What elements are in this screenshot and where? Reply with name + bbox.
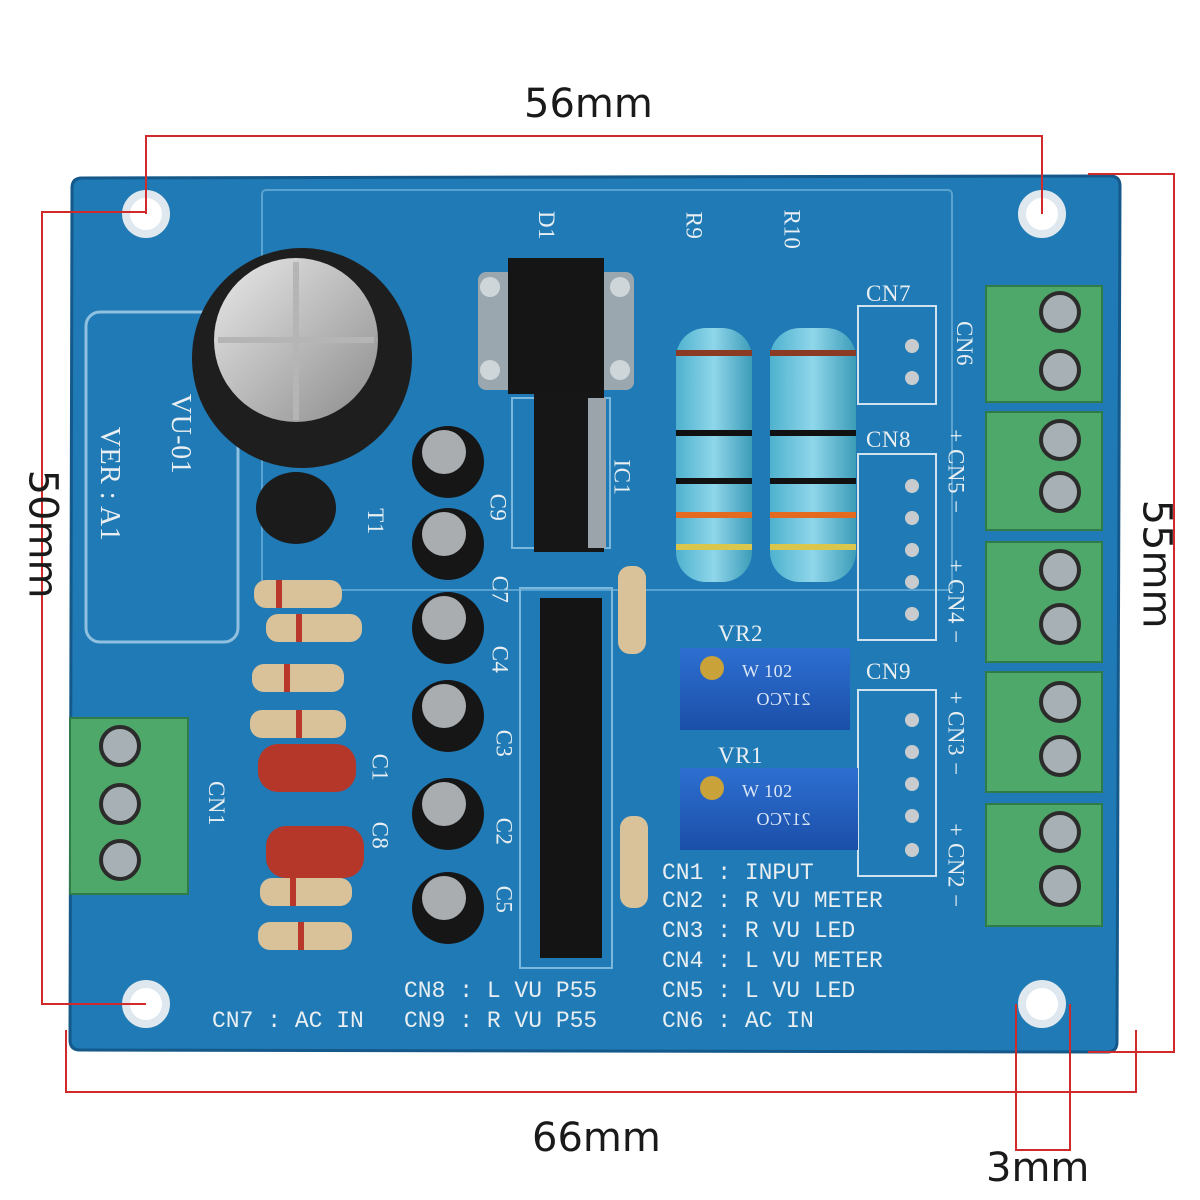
power-resistor-r9 xyxy=(676,328,752,582)
trimpot-vr2-marking: W 102 xyxy=(742,661,793,681)
terminal-screws xyxy=(1039,291,1081,907)
screw-terminal-cn1 xyxy=(69,717,189,895)
label-c3: C3 xyxy=(491,729,517,758)
dim-right-55mm xyxy=(1088,173,1175,1053)
model-label: VU-01 xyxy=(165,393,197,475)
screw-terminals-right xyxy=(985,285,1103,927)
bridge-rectifier-d1 xyxy=(478,258,634,394)
axial-resistors xyxy=(250,566,648,950)
legend-line-cn5: CN5 : L VU LED xyxy=(662,978,856,1004)
transistor-t1 xyxy=(256,472,336,544)
label-ic1: IC1 xyxy=(609,459,635,496)
dimension-label-left: 50mm xyxy=(19,469,66,599)
label-r9: R9 xyxy=(681,211,707,240)
label-t1: T1 xyxy=(362,508,388,535)
dimension-label-hole: 3mm xyxy=(986,1145,1090,1191)
dimension-label-right: 55mm xyxy=(1133,499,1180,629)
label-cn8: CN8 xyxy=(866,427,911,452)
label-c9: C9 xyxy=(485,493,511,522)
film-capacitor-c8 xyxy=(266,826,364,878)
film-capacitor-c1 xyxy=(258,744,356,792)
legend-line-cn1: CN1 : INPUT xyxy=(662,860,814,886)
label-cn6: CN6 xyxy=(951,321,977,366)
trimpot-vr2-code: 217CO xyxy=(756,689,811,709)
mounting-hole-bottom-right xyxy=(1018,980,1066,1028)
regulator-ic1 xyxy=(511,392,611,552)
resistor-bands xyxy=(276,580,304,950)
dimension-lines xyxy=(41,135,1175,1151)
label-d1: D1 xyxy=(534,210,560,241)
label-c7: C7 xyxy=(487,575,513,604)
legend-line-cn3: CN3 : R VU LED xyxy=(662,918,856,944)
header-cn8 xyxy=(857,453,937,641)
label-cn1: CN1 xyxy=(203,781,229,826)
label-r10: R10 xyxy=(779,209,805,250)
label-c8: C8 xyxy=(367,821,393,850)
dim-hole-3mm xyxy=(1015,1004,1071,1151)
label-c1: C1 xyxy=(367,753,393,782)
ic-long xyxy=(519,587,613,969)
main-capacitor xyxy=(192,248,412,468)
label-cn3: + CN3 − xyxy=(943,691,969,776)
label-c5: C5 xyxy=(491,885,517,914)
legend-line-cn6: CN6 : AC IN xyxy=(662,1008,814,1034)
dim-left-50mm xyxy=(41,211,146,1005)
power-resistor-r10 xyxy=(770,328,856,582)
dimension-label-top: 56mm xyxy=(524,81,653,127)
legend-line-cn9: CN9 : R VU P55 xyxy=(404,1008,598,1034)
legend-line-cn2: CN2 : R VU METER xyxy=(662,888,883,914)
trimpot-vr2 xyxy=(680,648,850,730)
model-label-box xyxy=(84,310,240,644)
label-cn5: + CN5 − xyxy=(943,429,969,514)
legend-line-cn7: CN7 : AC IN xyxy=(212,1008,364,1034)
label-c2: C2 xyxy=(491,817,517,846)
header-cn7 xyxy=(857,305,937,405)
label-c4: C4 xyxy=(487,645,513,674)
dim-top-56mm xyxy=(145,135,1043,214)
header-pins xyxy=(905,339,919,857)
label-cn2: + CN2 − xyxy=(943,823,969,908)
trimpot-vr1-marking: W 102 xyxy=(742,781,793,801)
dimension-label-bottom: 66mm xyxy=(532,1115,661,1161)
legend-line-cn4: CN4 : L VU METER xyxy=(662,948,883,974)
label-cn9: CN9 xyxy=(866,659,911,684)
trimpot-vr1-code: 217CO xyxy=(756,809,811,829)
label-vr2: VR2 xyxy=(718,621,763,646)
trimpot-vr1 xyxy=(680,768,858,850)
label-vr1: VR1 xyxy=(718,743,763,768)
legend-line-cn8: CN8 : L VU P55 xyxy=(404,978,598,1004)
version-label: VER : A1 xyxy=(94,426,126,542)
dim-bottom-66mm xyxy=(65,1030,1137,1093)
label-cn7: CN7 xyxy=(866,281,911,306)
label-cn4: + CN4 − xyxy=(943,559,969,644)
